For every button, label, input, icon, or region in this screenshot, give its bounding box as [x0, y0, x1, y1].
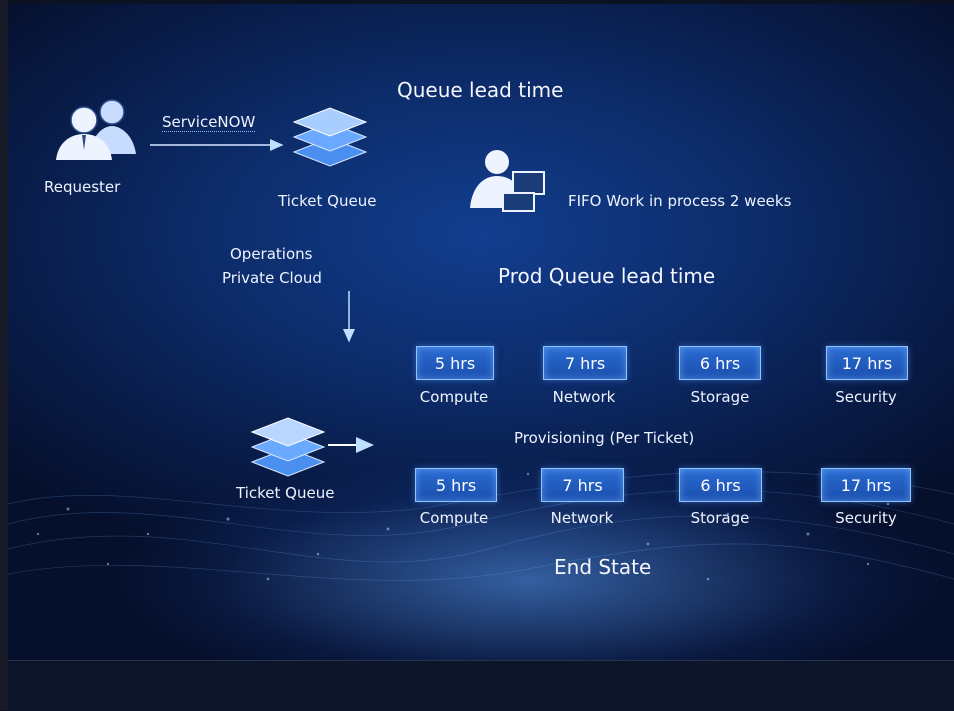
- prod-compute-hours: 5 hrs: [416, 346, 494, 380]
- end-security-hours: 17 hrs: [821, 468, 911, 502]
- bottom-panel: [8, 660, 954, 711]
- connector-layer: [8, 99, 954, 581]
- servicenow-label: ServiceNOW: [162, 113, 256, 132]
- provisioning-label: Provisioning (Per Ticket): [514, 429, 695, 447]
- end-storage-label: Storage: [690, 509, 750, 527]
- queue-lead-time-title: Queue lead time: [397, 78, 564, 102]
- ticket-queue-top-label: Ticket Queue: [278, 192, 377, 210]
- operations-label: Operations: [230, 245, 313, 263]
- prod-compute-label: Compute: [419, 388, 489, 406]
- end-storage-hours: 6 hrs: [679, 468, 762, 502]
- end-state-title: End State: [554, 555, 652, 579]
- prod-queue-lead-time-title: Prod Queue lead time: [498, 264, 716, 288]
- ticket-queue-bottom-label: Ticket Queue: [236, 484, 335, 502]
- prod-security-hours: 17 hrs: [826, 346, 908, 380]
- network-dots-decoration: [36, 472, 890, 581]
- end-compute-hours: 5 hrs: [415, 468, 497, 502]
- fifo-label: FIFO Work in process 2 weeks: [568, 192, 792, 210]
- prod-storage-hours: 6 hrs: [679, 346, 761, 380]
- diagram-canvas: Requester ServiceNOW Ticket Queue Queue …: [8, 4, 954, 660]
- end-network-label: Network: [550, 509, 614, 527]
- window-edge: [0, 0, 8, 710]
- operator-computer-icon: [470, 150, 545, 212]
- network-mesh-decoration: [8, 471, 954, 581]
- end-security-label: Security: [835, 509, 897, 527]
- prod-network-label: Network: [552, 388, 616, 406]
- layers-icon: [250, 417, 326, 477]
- prod-security-label: Security: [835, 388, 897, 406]
- prod-storage-label: Storage: [690, 388, 750, 406]
- layers-icon: [292, 107, 368, 167]
- requester-label: Requester: [44, 178, 121, 196]
- prod-network-hours: 7 hrs: [543, 346, 627, 380]
- private-cloud-label: Private Cloud: [222, 269, 322, 287]
- end-network-hours: 7 hrs: [541, 468, 624, 502]
- end-compute-label: Compute: [419, 509, 489, 527]
- users-icon: [56, 99, 136, 160]
